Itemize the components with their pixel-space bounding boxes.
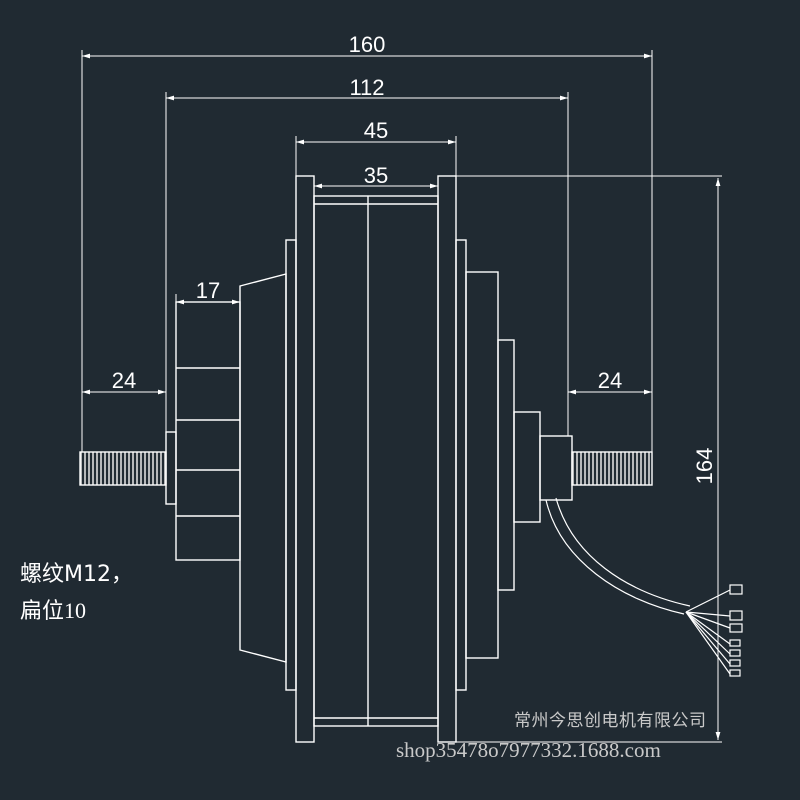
- company-watermark: 常州今思创电机有限公司: [514, 711, 707, 731]
- dim-label-24-right: 24: [598, 368, 622, 393]
- connector-4: [729, 639, 741, 647]
- right-axle-thread: [571, 451, 653, 486]
- right-cover: [465, 271, 499, 659]
- flat-spec-note: 扁位10: [20, 598, 87, 623]
- dim-label-45: 45: [364, 118, 388, 143]
- cable-outer: [545, 499, 685, 615]
- connector-1: [729, 584, 743, 595]
- connector-2: [729, 610, 743, 621]
- cable-harness: [545, 497, 743, 677]
- dim-label-17: 17: [196, 278, 220, 303]
- dim-label-35: 35: [364, 163, 388, 188]
- cable-inner: [555, 497, 691, 607]
- dim-label-160: 160: [349, 32, 386, 57]
- motor-outline: [79, 175, 653, 743]
- right-shell-flange: [437, 175, 457, 743]
- right-axle-collar: [539, 435, 573, 501]
- left-end-cap: [175, 301, 241, 561]
- left-shell-flange: [295, 175, 315, 743]
- dim-label-164: 164: [692, 448, 717, 485]
- connector-5: [729, 649, 741, 657]
- rim-body: [313, 195, 439, 727]
- dim-label-112: 112: [349, 75, 384, 100]
- connector-7: [729, 669, 741, 677]
- connector-3: [729, 623, 743, 633]
- thread-spec-note: 螺纹M12，: [20, 562, 133, 587]
- left-cover: [239, 273, 287, 663]
- shop-url-watermark: shop35478o7977332.1688.com: [396, 738, 661, 762]
- dimension-lines: [82, 53, 721, 740]
- left-axle-collar: [165, 431, 177, 505]
- extension-lines: [81, 50, 722, 743]
- dim-label-24-left: 24: [112, 368, 136, 393]
- left-axle-thread: [79, 451, 167, 486]
- connector-6: [729, 659, 741, 667]
